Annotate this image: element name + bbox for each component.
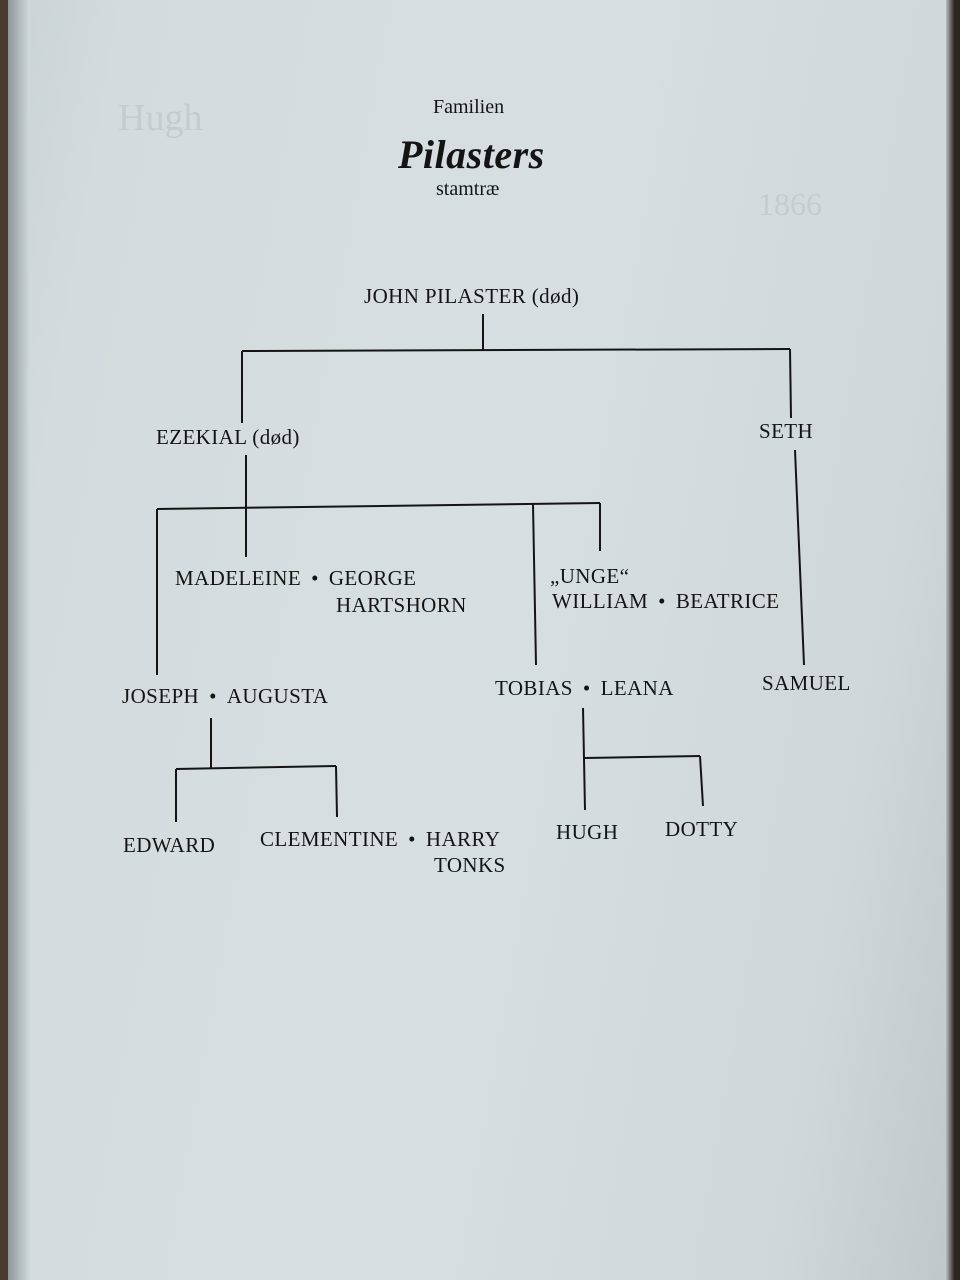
book-page bbox=[8, 0, 952, 1280]
person-harry: HARRY bbox=[425, 827, 501, 851]
couple-madeleine-george: MADELEINE • GEORGE bbox=[175, 565, 416, 591]
title-subtitle: stamtræ bbox=[436, 178, 500, 200]
person-harry-surname: TONKS bbox=[434, 853, 506, 877]
connector-to-clementine bbox=[335, 765, 338, 818]
couple-william-beatrice: WILLIAM • BEATRICE bbox=[552, 588, 779, 614]
person-hugh: HUGH bbox=[556, 820, 619, 844]
connector-to-seth bbox=[789, 348, 792, 419]
title-pretitle: Familien bbox=[433, 96, 505, 118]
show-through-word: Hugh bbox=[118, 97, 203, 139]
person-george-surname: HARTSHORN bbox=[336, 593, 467, 617]
person-augusta: AUGUSTA bbox=[226, 684, 329, 708]
marriage-dot: • bbox=[582, 676, 591, 700]
show-through-year: 1866 bbox=[758, 186, 822, 222]
book-gutter bbox=[8, 0, 30, 1280]
marriage-dot: • bbox=[408, 827, 416, 851]
person-tobias: TOBIAS bbox=[495, 676, 573, 700]
connector-tobias-children bbox=[584, 755, 701, 759]
person-leana: LEANA bbox=[600, 676, 674, 700]
person-samuel: SAMUEL bbox=[762, 671, 851, 695]
nickname-unge: „UNGE“ bbox=[550, 564, 630, 588]
couple-joseph-augusta: JOSEPH • AUGUSTA bbox=[122, 683, 328, 709]
connector-to-tobias bbox=[532, 503, 537, 666]
person-seth: SETH bbox=[759, 419, 814, 443]
person-william: WILLIAM bbox=[552, 589, 649, 613]
marriage-dot: • bbox=[311, 566, 319, 590]
person-george: GEORGE bbox=[328, 566, 417, 590]
page-edge bbox=[946, 0, 960, 1280]
marriage-dot: • bbox=[658, 589, 666, 613]
person-beatrice: BEATRICE bbox=[675, 589, 780, 613]
connector-ezekial-children bbox=[156, 502, 601, 510]
person-ezekial: EZEKIAL (død) bbox=[156, 425, 300, 449]
page-title: Pilasters bbox=[398, 132, 545, 177]
person-edward: EDWARD bbox=[123, 833, 216, 857]
person-madeleine: MADELEINE bbox=[175, 566, 302, 590]
marriage-dot: • bbox=[209, 684, 217, 708]
connector-tobias-down bbox=[582, 707, 586, 811]
couple-tobias-leana: TOBIAS • LEANA bbox=[495, 675, 674, 701]
connector-john-children bbox=[241, 348, 791, 352]
couple-clementine-harry: CLEMENTINE • HARRY bbox=[260, 826, 500, 852]
person-clementine: CLEMENTINE bbox=[260, 827, 399, 851]
person-john-pilaster: JOHN PILASTER (død) bbox=[364, 284, 580, 308]
person-joseph: JOSEPH bbox=[122, 684, 200, 708]
person-dotty: DOTTY bbox=[665, 817, 739, 841]
connector-joseph-children bbox=[175, 765, 337, 770]
connector-to-dotty bbox=[699, 755, 704, 807]
connector-seth-to-samuel bbox=[794, 449, 805, 666]
